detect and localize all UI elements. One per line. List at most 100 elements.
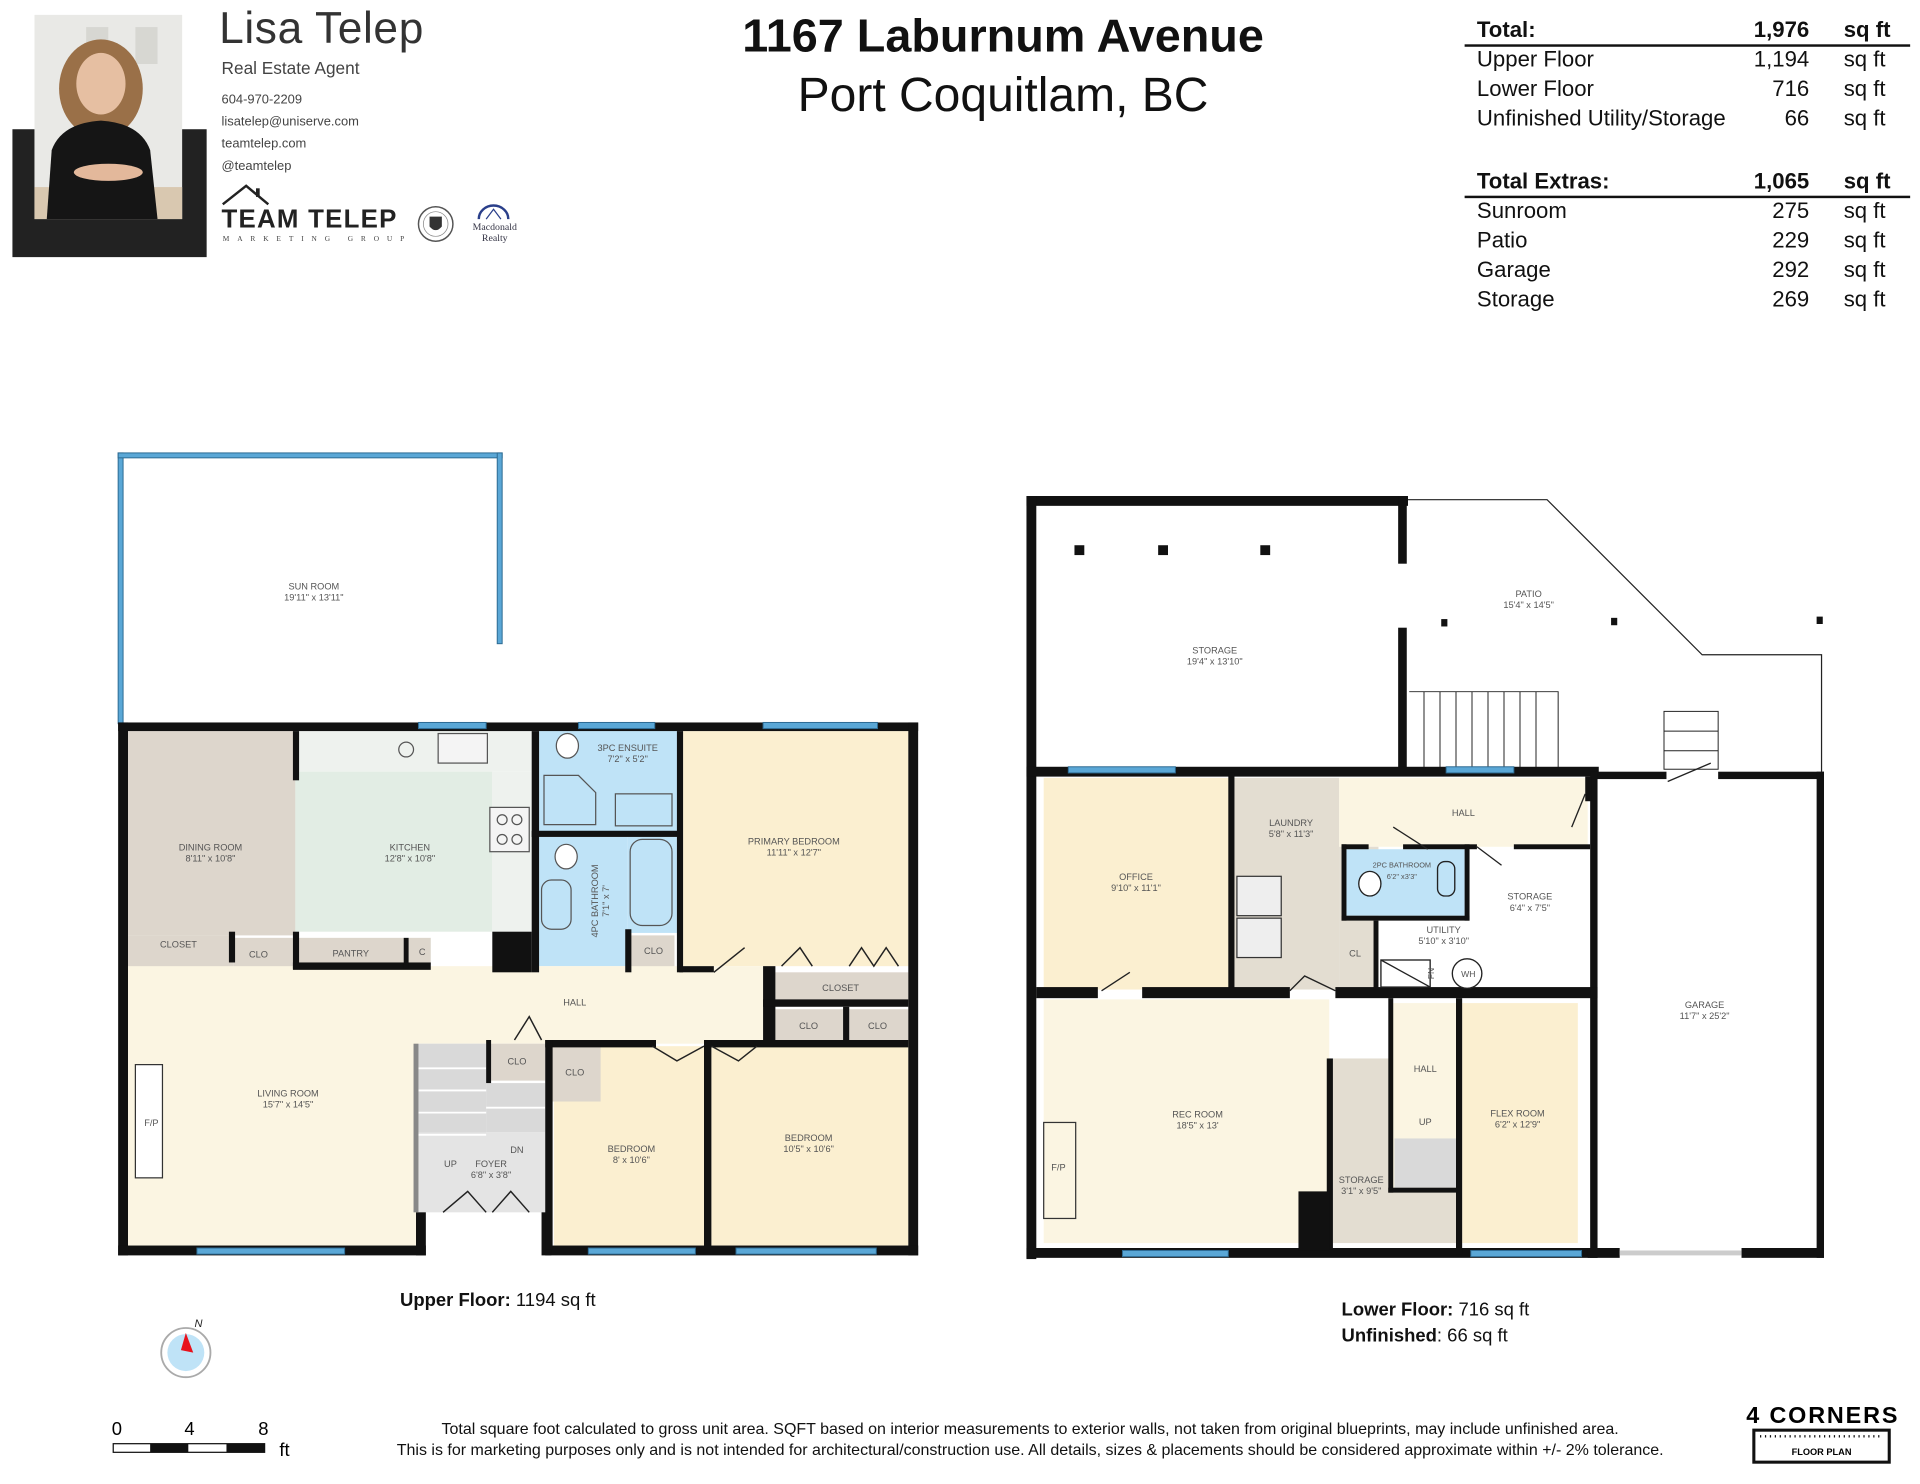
dryer	[1236, 917, 1282, 959]
row-unit: sq ft	[1843, 257, 1886, 282]
room-dimensions: 7'2" x 5'2"	[608, 754, 648, 764]
room-name: STORAGE	[1339, 1175, 1384, 1185]
row-value: 716	[1772, 76, 1810, 101]
door-swings	[442, 946, 900, 1213]
property-address: 1167 Laburnum Avenue	[742, 11, 1264, 63]
primary-bedroom-area	[683, 731, 909, 967]
house-roof-icon	[222, 184, 270, 206]
room-name: 3PC ENSUITE	[597, 743, 657, 753]
agent-website[interactable]: teamtelep.com	[221, 136, 307, 152]
row-label: Upper Floor	[1476, 46, 1594, 72]
disclaimer-line: This is for marketing purposes only and …	[396, 1440, 1664, 1459]
extras-row: Patio 229 sq ft	[1465, 228, 1911, 258]
row-value: 269	[1772, 286, 1810, 312]
row-unit: sq ft	[1843, 46, 1886, 72]
room-name: GARAGE	[1685, 1000, 1724, 1010]
summary-row: Lower Floor 716 sq ft	[1465, 76, 1911, 106]
room-dimensions: 15'4" x 14'5"	[1503, 600, 1554, 610]
caption-label: Unfinished	[1341, 1325, 1437, 1347]
agent-social[interactable]: @teamtelep	[221, 158, 292, 174]
patio-outline	[1405, 499, 1823, 772]
room-tag: C	[419, 947, 426, 957]
stairs-up	[1394, 1138, 1457, 1188]
upper-walls	[118, 722, 919, 1256]
room-name: OFFICE	[1119, 872, 1153, 882]
scale-tick: 8	[258, 1418, 268, 1439]
scale-tick: 0	[112, 1418, 122, 1439]
caption-value: : 66 sq ft	[1436, 1325, 1508, 1347]
room-dimensions: 5'8" x 11'3"	[1269, 829, 1314, 839]
room-tag: CL	[1349, 948, 1361, 958]
flex-room-area	[1462, 1003, 1578, 1244]
extras-row: Garage 292 sq ft	[1465, 257, 1911, 287]
row-value: 229	[1772, 227, 1810, 253]
room-tag: HALL	[1452, 808, 1475, 818]
room-tag: CLO	[799, 1021, 818, 1031]
room-dimensions: 11'11" x 12'7"	[767, 847, 821, 857]
room-dimensions: 10'5" x 10'6"	[783, 1144, 834, 1154]
seal-logo-icon	[417, 206, 454, 242]
garage-door[interactable]	[1619, 1250, 1742, 1256]
total-value: 1,976	[1753, 17, 1810, 42]
room-dimensions: 19'11" x 13'11"	[284, 593, 343, 603]
extras-total-value: 1,065	[1753, 168, 1810, 194]
agent-title: Real Estate Agent	[221, 57, 360, 78]
team-logo: TEAM TELEP	[221, 205, 398, 234]
unfinished-caption: Unfinished: 66 sq ft	[1342, 1326, 1508, 1347]
lower-windows	[1067, 766, 1583, 1258]
four-corners-logo: 4 CORNERS FLOOR PLAN	[1746, 1402, 1897, 1464]
macdonald-arch-icon	[477, 204, 510, 220]
closet-area	[489, 1043, 546, 1081]
dining-room-area	[128, 731, 296, 936]
disclaimer-line: Total square foot calculated to gross un…	[441, 1419, 1619, 1438]
room-name: KITCHEN	[390, 842, 430, 852]
posts	[1074, 545, 1823, 627]
room-name: FOYER	[475, 1159, 507, 1169]
caption-label: Upper Floor:	[400, 1289, 511, 1311]
agent-email[interactable]: lisatelep@uniserve.com	[221, 114, 359, 130]
room-dimensions: 15'7" x 14'5"	[263, 1100, 314, 1110]
row-unit: sq ft	[1843, 286, 1886, 312]
room-dimensions: 18'5" x 13'	[1176, 1121, 1218, 1131]
row-label: Lower Floor	[1476, 76, 1594, 101]
agent-phone[interactable]: 604-970-2209	[221, 92, 303, 108]
scale-unit: ft	[279, 1439, 289, 1460]
room-name: STORAGE	[1507, 892, 1552, 902]
room-tag: CLO	[644, 946, 663, 956]
row-value: 66	[1784, 105, 1810, 131]
agent-photo	[12, 14, 207, 258]
closet-area	[408, 937, 431, 965]
room-name: 2PC BATHROOM	[1373, 861, 1431, 870]
office-area	[1043, 777, 1231, 990]
room-dimensions: 8'11" x 10'8"	[186, 854, 236, 864]
stair-treads	[418, 1067, 546, 1136]
living-room-area	[128, 972, 419, 1246]
fireplace	[1043, 1121, 1077, 1220]
agent-name: Lisa Telep	[219, 2, 424, 53]
row-unit: sq ft	[1843, 76, 1886, 101]
row-label: Garage	[1476, 257, 1551, 282]
rec-room-area	[1043, 999, 1330, 1244]
extras-total-unit: sq ft	[1843, 168, 1891, 194]
room-tag: FN	[1426, 968, 1436, 979]
caption-value: 716 sq ft	[1453, 1299, 1530, 1321]
row-value: 292	[1772, 257, 1810, 282]
room-tag: CLO	[868, 1021, 887, 1031]
room-tag: HALL	[1414, 1064, 1437, 1074]
room-name: DINING ROOM	[179, 842, 243, 852]
closet-area	[849, 1009, 909, 1044]
room-dimensions: 8' x 10'6"	[613, 1155, 650, 1165]
extras-row: Storage 269 sq ft	[1465, 287, 1911, 317]
row-unit: sq ft	[1843, 227, 1886, 253]
closet-area	[775, 1009, 844, 1044]
room-name: BEDROOM	[785, 1133, 833, 1143]
area-summary-table: Total: 1,976 sq ft Upper Floor 1,194 sq …	[1464, 17, 1911, 135]
room-name: PRIMARY BEDROOM	[748, 836, 840, 846]
room-tag: DN	[510, 1145, 523, 1155]
room-tag: HALL	[563, 998, 586, 1008]
